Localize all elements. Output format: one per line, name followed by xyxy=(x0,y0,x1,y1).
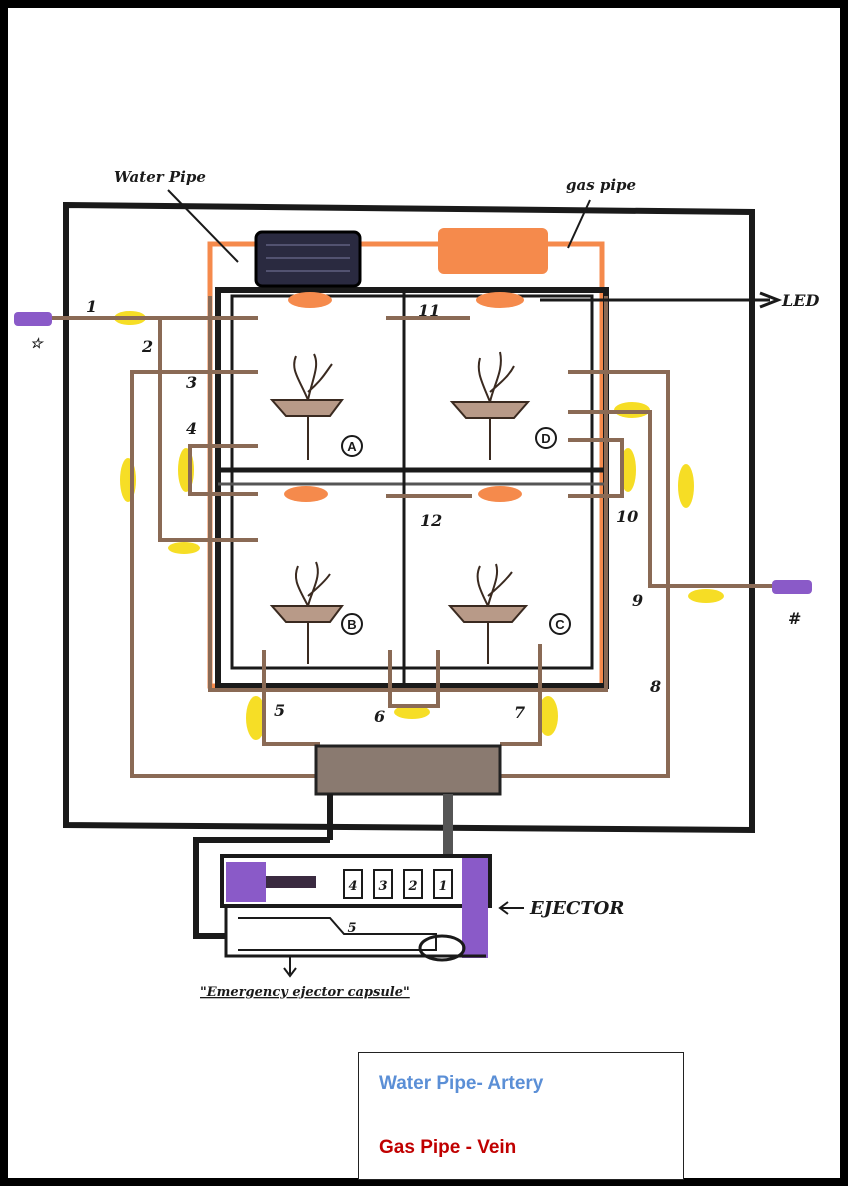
pipe-6: 6 xyxy=(374,707,385,726)
emergency-capsule-label: "Emergency ejector capsule" xyxy=(200,985,410,1000)
inlet-star xyxy=(14,312,52,326)
pipe-1: 1 xyxy=(86,297,97,316)
star-marker: ☆ xyxy=(30,336,45,352)
plants xyxy=(272,352,528,664)
ejector-label: EJECTOR xyxy=(529,898,624,919)
pipe-11: 11 xyxy=(418,301,440,320)
main-enclosure xyxy=(218,290,606,686)
pipe-2: 2 xyxy=(141,337,153,356)
chamber-b: B xyxy=(347,617,356,632)
pipe-7: 7 xyxy=(514,703,525,722)
pipe-12: 12 xyxy=(420,511,442,530)
manifold xyxy=(316,746,500,794)
pipe-9: 9 xyxy=(632,591,643,610)
capsule-1: 1 xyxy=(438,879,447,894)
chamber-c: C xyxy=(555,617,565,632)
pipe-4: 4 xyxy=(186,419,197,438)
legend-gas: Gas Pipe - Vein xyxy=(379,1137,516,1159)
legend-water: Water Pipe- Artery xyxy=(379,1073,543,1095)
inlet-hash xyxy=(772,580,812,594)
capsule-4: 4 xyxy=(348,879,357,894)
chamber-a: A xyxy=(347,439,357,454)
pipe-10: 10 xyxy=(616,507,638,526)
led-label: LED xyxy=(781,291,819,310)
gas-tank xyxy=(438,228,548,274)
capsule-3: 3 xyxy=(378,879,387,894)
water-pipe-label: Water Pipe xyxy=(114,168,206,186)
ejector-assembly xyxy=(196,840,524,976)
gas-pipe-label: gas pipe xyxy=(566,176,636,194)
gas-outline xyxy=(210,244,602,686)
pipe-3: 3 xyxy=(186,373,197,392)
capsule-5: 5 xyxy=(347,921,356,936)
pipe-5: 5 xyxy=(274,701,285,720)
capsule-2: 2 xyxy=(407,879,417,894)
chamber-d: D xyxy=(541,431,550,446)
hash-marker: # xyxy=(788,609,801,628)
legend-box: Water Pipe- Artery Gas Pipe - Vein xyxy=(358,1052,684,1180)
water-tank xyxy=(256,232,360,286)
pipe-8: 8 xyxy=(649,677,661,696)
